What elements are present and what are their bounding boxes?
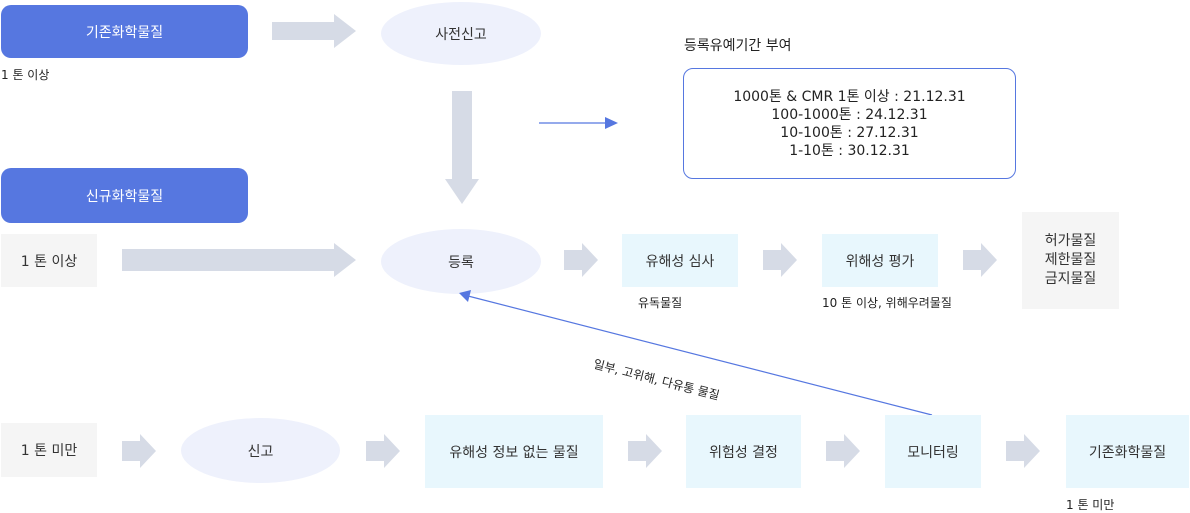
grace-line-3: 10-100톤 : 27.12.31 — [780, 124, 919, 141]
arrow-review-to-assessment — [763, 243, 797, 277]
grace-line-1: 1000톤 & CMR 1톤 이상 : 21.12.31 — [733, 88, 966, 105]
monitoring-label: 모니터링 — [907, 444, 959, 461]
grace-period-box: 1000톤 & CMR 1톤 이상 : 21.12.31 100-1000톤 :… — [683, 68, 1016, 179]
arrow-preregister-to-register — [445, 91, 479, 204]
pre-registration-node: 사전신고 — [381, 2, 541, 65]
monitoring-box: 모니터링 — [885, 415, 981, 488]
arrow-decision-to-monitoring — [826, 434, 860, 468]
existing-chemicals-tonnage: 1 톤 이상 — [1, 68, 50, 82]
risk-decision-box: 위험성 결정 — [686, 415, 801, 488]
outcome-prohibit: 금지물질 — [1044, 271, 1097, 287]
hazard-review-box: 유해성 심사 — [622, 234, 738, 287]
arrow-to-grace-period — [539, 117, 618, 129]
pre-registration-label: 사전신고 — [435, 26, 487, 43]
grace-line-4: 1-10톤 : 30.12.31 — [789, 142, 910, 159]
risk-assessment-label: 위해성 평가 — [845, 253, 915, 270]
register-node: 등록 — [381, 229, 541, 294]
new-chemicals-box: 신규화학물질 — [1, 168, 248, 223]
existing-chemicals-end-sub: 1 톤 미만 — [1066, 498, 1115, 512]
arrow-existing-to-preregister — [272, 14, 356, 48]
hazard-review-sub: 유독물질 — [638, 296, 683, 310]
arrow-monitoring-to-existing — [1006, 434, 1040, 468]
tonnage-over-1-label: 1 톤 이상 — [20, 253, 78, 270]
existing-chemicals-end-box: 기존화학물질 — [1066, 415, 1189, 488]
arrow-tonnage-to-notify — [122, 434, 156, 468]
tonnage-over-1-box: 1 톤 이상 — [1, 234, 97, 287]
arrow-assessment-to-outcomes — [963, 243, 997, 277]
arrow-register-to-review — [564, 243, 598, 277]
tonnage-under-1-box: 1 톤 미만 — [1, 423, 97, 477]
outcome-restrict: 제한물질 — [1044, 252, 1097, 268]
notify-label: 신고 — [247, 443, 274, 460]
arrow-noinfo-to-decision — [628, 434, 662, 468]
notify-node: 신고 — [181, 418, 340, 483]
existing-chemicals-box: 기존화학물질 — [1, 5, 248, 58]
arrow-tonnage-to-register — [122, 243, 356, 277]
outcome-permit: 허가물질 — [1044, 233, 1097, 249]
grace-line-2: 100-1000톤 : 24.12.31 — [771, 106, 928, 123]
existing-chemicals-end-label: 기존화학물질 — [1088, 444, 1167, 461]
risk-assessment-box: 위해성 평가 — [822, 234, 938, 287]
hazard-review-label: 유해성 심사 — [645, 253, 715, 270]
tonnage-under-1-label: 1 톤 미만 — [20, 443, 78, 459]
existing-chemicals-label: 기존화학물질 — [85, 24, 164, 41]
regulated-substances-box: 허가물질 제한물질 금지물질 — [1022, 212, 1119, 309]
register-label: 등록 — [448, 254, 474, 271]
no-hazard-info-label: 유해성 정보 없는 물질 — [449, 444, 579, 461]
risk-assessment-sub: 10 톤 이상, 위해우려물질 — [822, 296, 952, 310]
no-hazard-info-box: 유해성 정보 없는 물질 — [425, 415, 603, 488]
arrow-notify-to-noinfo — [366, 434, 400, 468]
risk-decision-label: 위험성 결정 — [709, 444, 778, 461]
new-chemicals-label: 신규화학물질 — [85, 188, 164, 205]
grace-period-title: 등록유예기간 부여 — [684, 38, 792, 54]
